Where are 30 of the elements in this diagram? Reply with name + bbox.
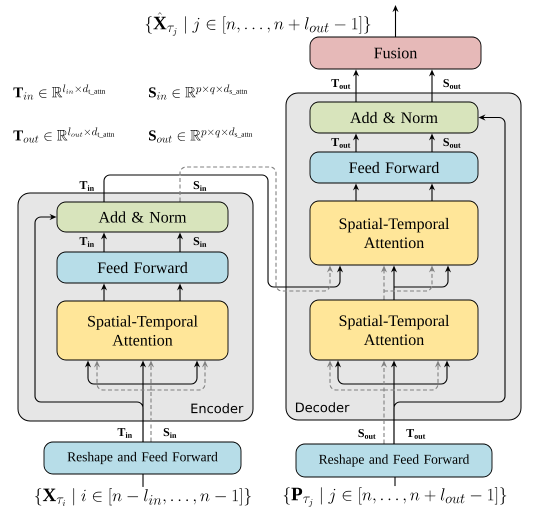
add-norm-box: Add & Norm: [56, 202, 228, 232]
output-formula: $\{\hat{\mathbf{X}}_{\tau_j}\mid j\in[n,\ldots,n+l_{out}-1]\}$: [146, 12, 370, 36]
attention-box: Spatial-Temporal Attention: [310, 200, 478, 266]
fusion-box: Fusion: [310, 36, 482, 70]
dimension-formula: $\mathbf{T}_{out}\in\mathbb{R}^{l_{out}\times d_{\mathrm{t\_attn}}}$: [13, 128, 114, 143]
edge-label: $\mathbf{T}_{\mathbf{in}}$: [78, 180, 96, 192]
dimension-formula: $\mathbf{S}_{out}\in\mathbb{R}^{p\times q\times d_{\mathrm{s\_attn}}}$: [149, 128, 252, 143]
feed-forward-box: Feed Forward: [310, 152, 478, 184]
edge-label: $\mathbf{S}_{\mathbf{out}}$: [357, 428, 377, 440]
feed-forward-box: Feed Forward: [56, 252, 228, 284]
add-norm-box: Add & Norm: [310, 102, 478, 134]
edge-label: $\mathbf{S}_{\mathbf{in}}$: [192, 180, 208, 192]
edge-label: $\mathbf{S}_{\mathbf{out}}$: [442, 78, 462, 90]
attention-box: Spatial-Temporal Attention: [310, 300, 478, 360]
arrow: [34, 214, 144, 442]
input-formula: $\{\mathbf{X}_{\tau_i}\mid i\in[n-l_{in},\ldots,n-1]\}$: [35, 488, 251, 506]
edge-label: $\mathbf{T}_{\mathbf{out}}$: [330, 138, 352, 148]
edge-label: $\mathbf{T}_{\mathbf{out}}$: [330, 78, 352, 90]
edge-label: $\mathbf{S}_{\mathbf{in}}$: [162, 428, 178, 438]
reshape-box: Reshape and Feed Forward: [296, 444, 492, 478]
dimension-formula: $\mathbf{S}_{in}\in\mathbb{R}^{p\times q\times d_{\mathrm{s\_attn}}}$: [149, 84, 248, 100]
edge-label: $\mathbf{S}_{\mathbf{in}}$: [192, 236, 208, 248]
edge-label: $\mathbf{T}_{\mathbf{in}}$: [116, 428, 134, 438]
edge-label: $\mathbf{S}_{\mathbf{out}}$: [442, 138, 462, 148]
edge-label: $\mathbf{T}_{\mathbf{out}}$: [406, 428, 426, 440]
input-formula: $\{\mathbf{P}_{\tau_j}\mid j\in[n,\ldots,n+l_{out}-1]\}$: [284, 487, 506, 507]
reshape-box: Reshape and Feed Forward: [44, 442, 242, 474]
dimension-formula: $\mathbf{T}_{in}\in\mathbb{R}^{l_{in}\times d_{\mathrm{t\_attn}}}$: [13, 84, 106, 100]
edge-label: $\mathbf{T}_{\mathbf{in}}$: [78, 236, 96, 248]
attention-box: Spatial-Temporal Attention: [56, 300, 228, 360]
